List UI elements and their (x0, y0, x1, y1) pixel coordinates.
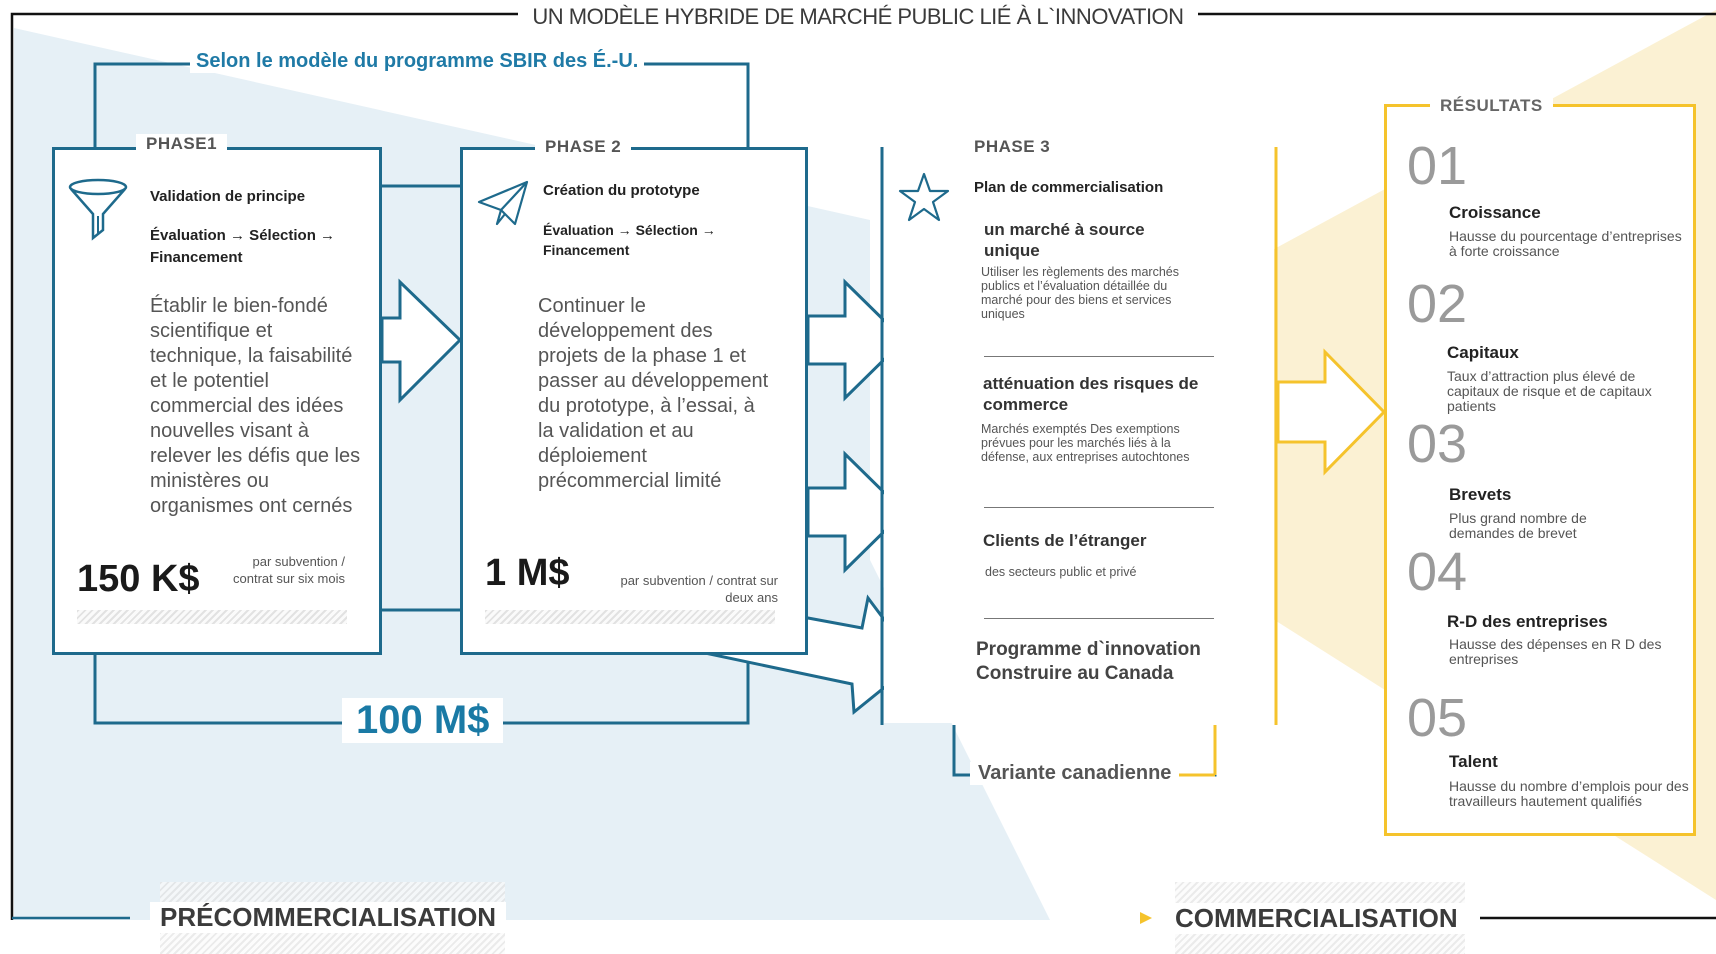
phase2-subtitle: Création du prototype (543, 182, 700, 199)
total-amount: 100 M$ (342, 698, 504, 743)
phase3-program: Programme d`innovation Construire au Can… (976, 639, 1201, 684)
phase3-divider (984, 356, 1214, 357)
phase2-box: Création du prototype Évaluation → Sélec… (460, 147, 808, 655)
phase3-label: PHASE 3 (964, 137, 1061, 157)
phase3-item-text: Marchés exemptés Des exemptions prévues … (981, 422, 1190, 464)
timeline-arrowhead (1140, 912, 1152, 924)
results-label: RÉSULTATS (1430, 96, 1553, 116)
commercial-label: COMMERCIALISATION (1165, 903, 1468, 934)
result-number: 02 (1407, 274, 1468, 334)
phase3-item-heading: atténuation des risques de commerce (983, 374, 1199, 414)
diagram-title: UN MODÈLE HYBRIDE DE MARCHÉ PUBLIC LIÉ À… (0, 4, 1716, 30)
star-icon (898, 172, 950, 222)
result-number: 01 (1407, 136, 1468, 196)
result-heading: Croissance (1449, 203, 1541, 222)
results-box: 01 Croissance Hausse du pourcentage d’en… (1384, 104, 1696, 836)
result-heading: Talent (1449, 752, 1498, 771)
result-heading: R-D des entreprises (1447, 612, 1608, 631)
result-text: Hausse du pourcentage d’entreprises à fo… (1449, 228, 1682, 259)
title-text: UN MODÈLE HYBRIDE DE MARCHÉ PUBLIC LIÉ À… (518, 4, 1198, 29)
result-heading: Brevets (1449, 485, 1512, 504)
phase1-amount: 150 K$ (77, 558, 200, 600)
phase2-amount-note: par subvention / contrat sur deux ans (620, 573, 778, 605)
precommercial-label: PRÉCOMMERCIALISATION (150, 902, 507, 933)
phase3-subtitle: Plan de commercialisation (974, 179, 1164, 196)
result-number: 03 (1407, 414, 1468, 474)
phase2-label: PHASE 2 (535, 137, 632, 157)
result-text: Hausse du nombre d’emplois pour des trav… (1449, 778, 1689, 809)
phase1-box: Validation de principe Évaluation → Séle… (52, 147, 382, 655)
phase2-flow: Évaluation → Sélection → Financement (543, 222, 716, 258)
phase3-divider (984, 507, 1214, 508)
result-text: Taux d’attraction plus élevé de capitaux… (1447, 368, 1652, 414)
arrow-phase1-to-phase2 (380, 278, 463, 404)
phase1-amount-note: par subvention / contrat sur six mois (233, 554, 345, 586)
phase1-subtitle: Validation de principe (150, 188, 306, 205)
sbir-label: Selon le modèle du programme SBIR des É.… (190, 50, 645, 73)
phase1-label: PHASE1 (136, 134, 228, 154)
phase2-hatch (485, 610, 775, 624)
phase3-divider (984, 618, 1214, 619)
funnel-icon (68, 178, 128, 241)
phase1-flow: Évaluation → Sélection → Financement (150, 227, 336, 266)
phase1-description: Établir le bien-fondé scientifique et te… (150, 295, 361, 517)
variant-label: Variante canadienne (970, 762, 1180, 785)
result-text: Plus grand nombre de demandes de brevet (1449, 510, 1587, 541)
phase2-description: Continuer le développement des projets d… (538, 295, 769, 492)
result-number: 04 (1407, 542, 1468, 602)
phase3-item-heading: Clients de l’étranger (983, 531, 1147, 550)
arrow-phase2-to-phase3-top (806, 278, 907, 402)
phase3-box: Plan de commercialisation un marché à so… (884, 149, 1274, 723)
paper-plane-icon (477, 180, 529, 226)
phase2-amount: 1 M$ (485, 552, 570, 594)
phase3-item-heading: un marché à source unique (984, 220, 1145, 260)
result-text: Hausse des dépenses en R D des entrepris… (1449, 636, 1662, 667)
result-number: 05 (1407, 688, 1468, 748)
arrow-phase3-to-results (1276, 348, 1387, 476)
result-heading: Capitaux (1447, 343, 1519, 362)
phase3-item-text: des secteurs public et privé (985, 565, 1137, 579)
phase3-item-text: Utiliser les règlements des marchés publ… (981, 265, 1179, 321)
phase1-hatch (77, 610, 347, 624)
arrow-phase2-to-phase3-mid (806, 450, 907, 574)
